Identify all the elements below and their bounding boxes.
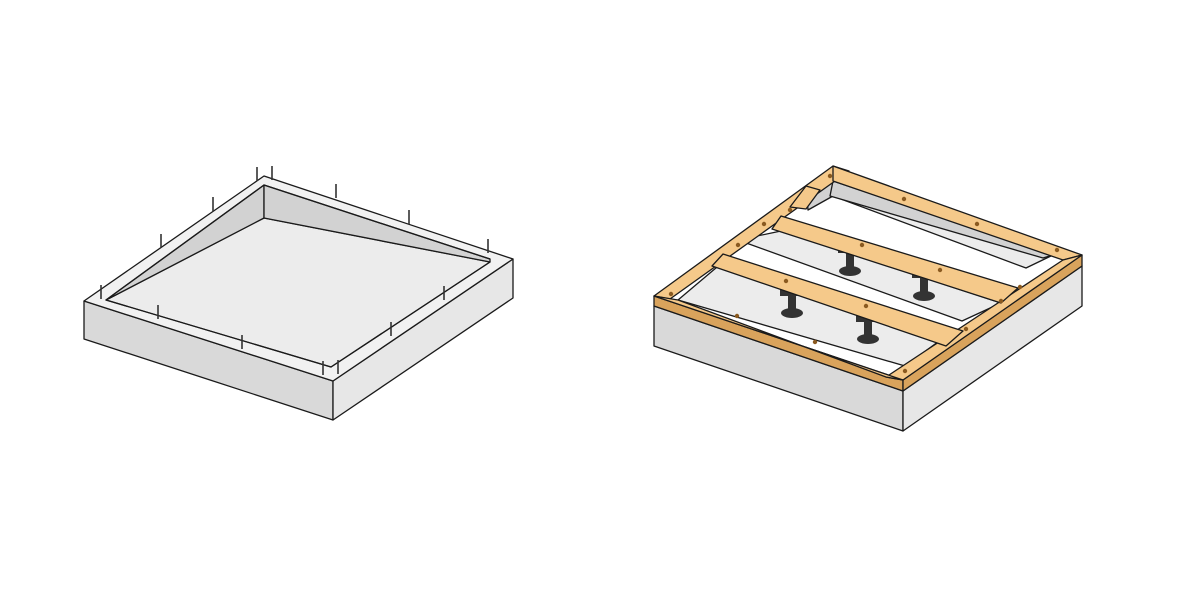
concrete-base-figure [83, 166, 514, 421]
screw [783, 278, 789, 284]
frame-screws [668, 173, 1060, 374]
screw [859, 242, 865, 248]
screw [963, 326, 969, 332]
screw [761, 221, 767, 227]
framed-base-figure [653, 165, 1083, 432]
screw [812, 339, 818, 345]
recess-front-edge [105, 261, 491, 368]
screw [1054, 247, 1060, 253]
screw [787, 207, 793, 213]
timber-beam-segment [789, 185, 821, 210]
timber-beam-front-left [653, 295, 904, 381]
screw [1017, 284, 1023, 290]
screw [937, 267, 943, 273]
screw [668, 291, 674, 297]
timber-crossbeam [711, 253, 964, 347]
screw [734, 313, 740, 319]
anchor-bolts [100, 166, 489, 375]
screw [827, 173, 833, 179]
screw [974, 221, 980, 227]
screw [863, 303, 869, 309]
screw [735, 242, 741, 248]
screw [902, 368, 908, 374]
timber-frame [653, 165, 1083, 381]
screw [901, 196, 907, 202]
screw [998, 298, 1004, 304]
recess-rim-edge [105, 184, 491, 301]
